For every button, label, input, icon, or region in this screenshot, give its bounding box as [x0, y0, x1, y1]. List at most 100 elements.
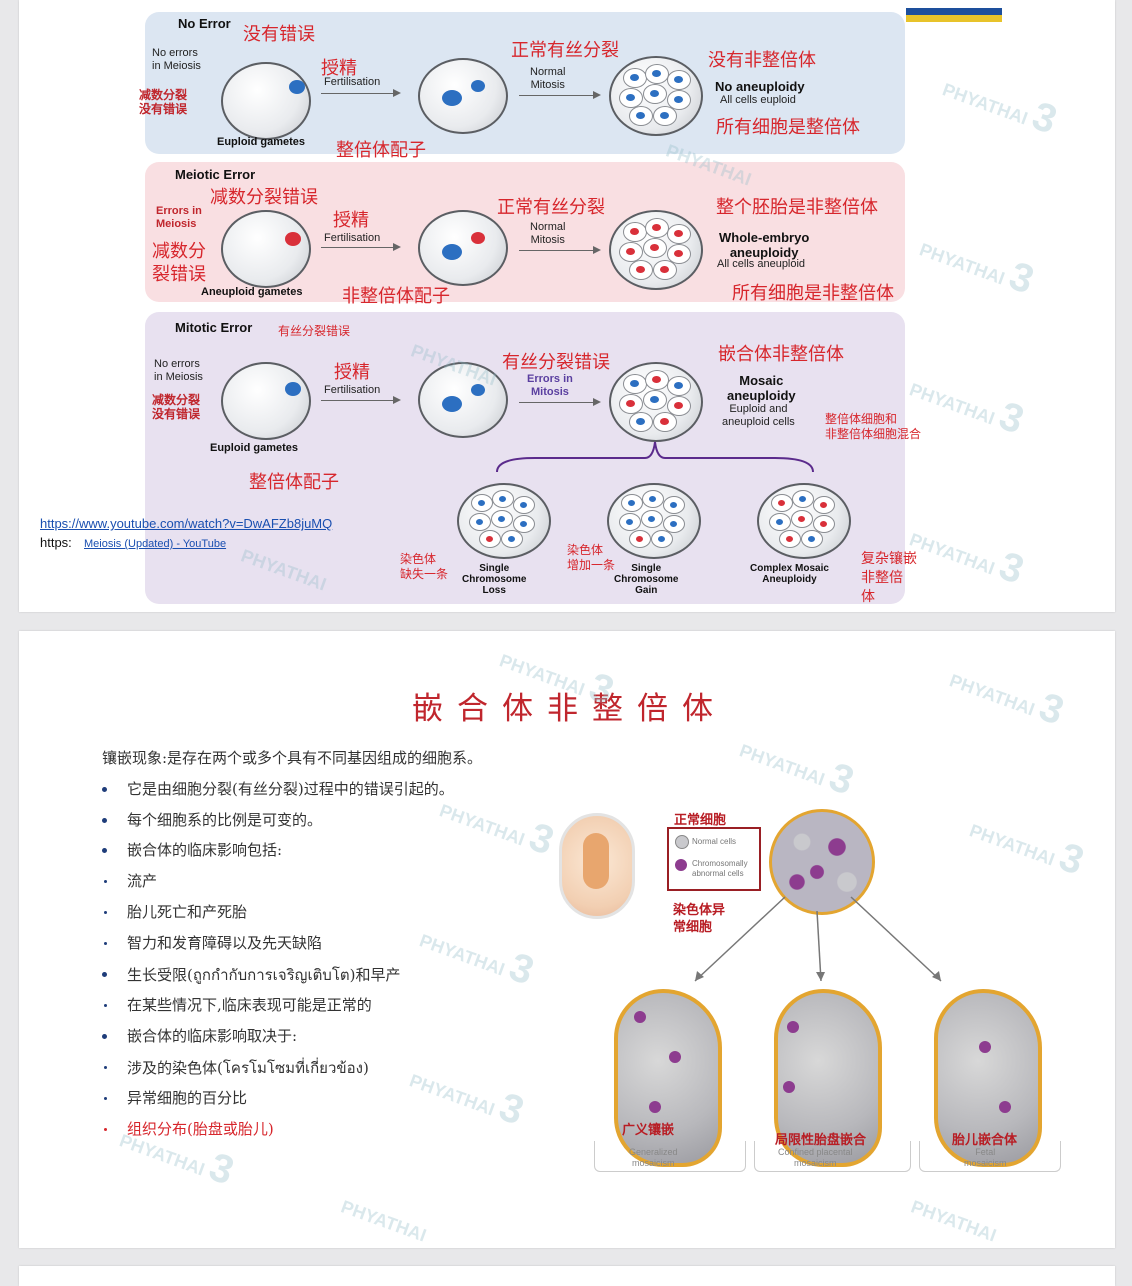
abnormal-cell-dot	[669, 1051, 681, 1063]
row3-mitosis-cn: 有丝分裂错误	[502, 352, 610, 373]
abnormal-cell-dot	[634, 1011, 646, 1023]
outcome-loss-cells	[465, 488, 541, 550]
outcome-complex-label: Complex Mosaic Aneuploidy	[750, 563, 829, 585]
watermark-logo: PHYATHAI 3	[916, 239, 1040, 303]
row3-meiosis-cn: 减数分裂 没有错误	[152, 393, 201, 421]
bullet-item: 异常细胞的百分比	[127, 1089, 248, 1107]
youtube-link[interactable]: https://www.youtube.com/watch?v=DwAFZb8j…	[40, 516, 333, 531]
bullet-marker	[102, 787, 107, 792]
row2-mitosis-cn: 正常有丝分裂	[497, 197, 605, 218]
row3-zygote-nucleus-2	[471, 384, 485, 396]
bullet-item: 它是由细胞分裂(有丝分裂)过程中的错误引起的。	[127, 780, 454, 798]
bullet-marker	[104, 880, 107, 883]
row1-result-sub: All cells euploid	[720, 94, 796, 106]
row2-egg	[221, 210, 311, 288]
outcome-loss-cn: 染色体 缺失一条	[400, 552, 449, 581]
legend-normal-en: Normal cells	[692, 837, 737, 846]
row1-heading: No Error	[178, 16, 231, 31]
bullet-item: 流产	[127, 872, 158, 890]
row1-zygote-nucleus-2	[471, 80, 485, 92]
bullet-item: 智力和发育障碍以及先天缺陷	[127, 934, 323, 952]
youtube-title-link[interactable]: Meiosis (Updated) - YouTube	[84, 538, 227, 550]
row2-gametes: Aneuploid gametes	[201, 286, 303, 298]
row1-zygote-nucleus-1	[442, 90, 462, 106]
row1-arrow-1	[321, 89, 401, 97]
legend-abnormal-dot	[675, 859, 687, 871]
row3-meiosis-note: No errors in Meiosis	[154, 358, 203, 383]
link-prefix: https:	[40, 535, 72, 550]
bullet-item: 嵌合体的临床影响取决于:	[127, 1027, 298, 1045]
row1-embryo-cells	[617, 62, 693, 126]
slide-title: 嵌合体非整倍体	[412, 691, 727, 727]
row2-mitosis: Normal Mitosis	[530, 221, 566, 246]
fetal-mosaicism-fetus	[934, 989, 1042, 1167]
row3-zygote-nucleus-1	[442, 396, 462, 412]
row2-zygote-nucleus-2	[471, 232, 485, 244]
row2-heading: Meiotic Error	[175, 167, 256, 182]
row3-result-sub: Euploid and aneuploid cells	[722, 403, 795, 428]
intro-text: 镶嵌现象:是存在两个或多个具有不同基因组成的细胞系。	[102, 749, 483, 767]
legend-normal-dot	[675, 835, 689, 849]
bullet-marker	[102, 848, 107, 853]
row2-result-sub-cn: 所有细胞是非整倍体	[732, 283, 894, 304]
row2-arrow-1	[321, 243, 401, 251]
outcome-gain-cells	[615, 488, 691, 550]
row3-result-cn: 嵌合体非整倍体	[718, 344, 844, 365]
bullet-marker	[104, 1097, 107, 1100]
abnormal-cell-dot	[979, 1041, 991, 1053]
slide-mosaic-aneuploidy: 嵌合体非整倍体 镶嵌现象:是存在两个或多个具有不同基因组成的细胞系。 它是由细胞…	[19, 631, 1115, 1248]
bullet-marker	[102, 972, 107, 977]
row2-heading-cn: 减数分裂错误	[210, 187, 318, 208]
outcome-complex-cn: 复杂镶嵌 非整倍 体	[861, 551, 917, 605]
type-generalized-cn: 广义镶嵌	[622, 1123, 675, 1138]
bullet-marker	[104, 1004, 107, 1007]
row1-result-cn: 没有非整倍体	[708, 50, 816, 71]
bullet-marker	[104, 911, 107, 914]
row3-gametes-cn: 整倍体配子	[249, 472, 339, 493]
row1-mitosis-cn: 正常有丝分裂	[511, 40, 619, 61]
row2-egg-nucleus	[285, 232, 301, 246]
bullet-marker	[102, 818, 107, 823]
row1-arrow-2	[519, 91, 601, 99]
watermark-logo: PHYATHAI 3	[939, 79, 1063, 143]
row3-heading-cn: 有丝分裂错误	[278, 324, 351, 338]
fetus-shape	[583, 833, 609, 889]
row2-meiosis-note: Errors in Meiosis	[156, 205, 202, 230]
row1-mitosis: Normal Mitosis	[530, 66, 566, 91]
watermark-logo: PHYATHAI 3	[736, 740, 860, 804]
outcome-gain-label: Single Chromosome Gain	[614, 563, 679, 596]
fetus-womb-illustration	[559, 813, 635, 919]
bullet-item: 在某些情况下,临床表现可能是正常的	[127, 996, 372, 1014]
legend-abnormal-en: Chromosomally abnormal cells	[692, 859, 748, 878]
watermark-logo: PHYATHAI 3	[406, 1070, 530, 1134]
bullet-marker	[102, 1034, 107, 1039]
row2-gametes-cn: 非整倍体配子	[342, 286, 450, 307]
row3-result-sub-cn: 整倍体细胞和 非整倍体细胞混合	[825, 412, 922, 441]
watermark-logo: PHYATHAI	[908, 1196, 999, 1246]
watermark-logo: PHYATHAI 3	[906, 529, 1030, 593]
row3-gametes: Euploid gametes	[210, 442, 299, 454]
panel-bracket	[919, 1141, 1061, 1172]
row1-egg	[221, 62, 311, 140]
outcome-complex-cells	[765, 488, 841, 550]
row2-embryo-cells	[617, 216, 693, 280]
row1-gametes: Euploid gametes	[217, 136, 306, 148]
bullet-item: 嵌合体的临床影响包括:	[127, 841, 283, 859]
bullet-item: 每个细胞系的比例是可变的。	[127, 811, 323, 829]
row1-meiosis-cn: 减数分裂 没有错误	[139, 88, 188, 116]
type-confined-cn: 局限性胎盘嵌合	[775, 1133, 867, 1148]
abnormal-cell-dot	[787, 1021, 799, 1033]
row3-result-title: Mosaic aneuploidy	[727, 373, 796, 403]
row1-fertilisation: Fertilisation	[324, 76, 381, 88]
row2-zygote-nucleus-1	[442, 244, 462, 260]
row3-fertilisation: Fertilisation	[324, 384, 381, 396]
row3-zygote	[418, 362, 508, 438]
row1-zygote	[418, 58, 508, 134]
outcome-brace	[496, 441, 814, 473]
cell-population-circle	[769, 809, 875, 915]
type-confined-en: Confined placental mosaicism	[778, 1147, 853, 1168]
bullet-item: 生长受限(ถูกกำกับการเจริญเติบโต)和早产	[127, 966, 401, 984]
abnormal-cell-dot	[649, 1101, 661, 1113]
figure-arrows	[694, 896, 942, 982]
legend-abnormal-cn: 染色体异 常细胞	[673, 903, 726, 935]
